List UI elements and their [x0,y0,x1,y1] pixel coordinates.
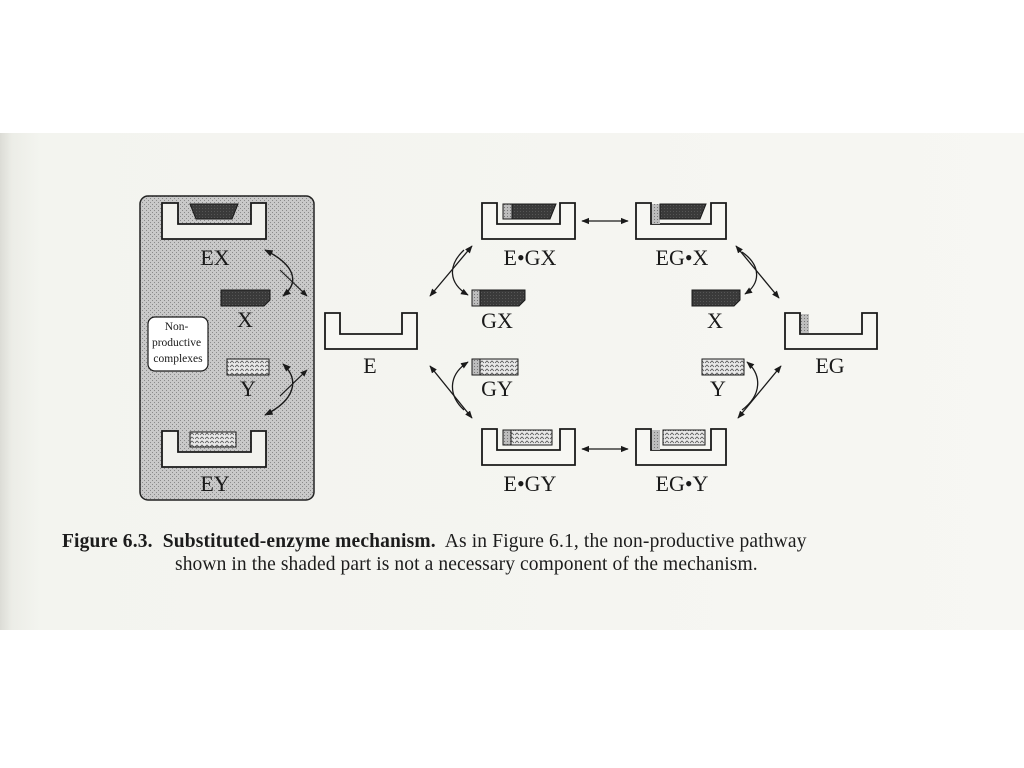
arrow-gy-binding [451,361,469,411]
enzyme-ey [161,430,267,468]
arrow-ey-binding [264,363,294,416]
y-substrate-left [226,358,270,376]
gx-substrate [471,289,526,307]
caption-line-1: Figure 6.3. Substituted-enzyme mechanism… [62,530,962,553]
figure-caption: Figure 6.3. Substituted-enzyme mechanism… [62,530,962,576]
non-productive-label-box [147,316,209,372]
label-eg-x: EG•X [656,245,709,270]
arrow-e-to-egy [429,365,473,419]
label-y-left: Y [240,376,256,401]
enzyme-e [324,312,418,350]
enzyme-e-gy [481,428,576,466]
arrow-eg-to-egy [737,365,782,419]
label-y-right: Y [710,376,726,401]
arrow-y-binding [741,361,759,411]
label-gy: GY [481,376,513,401]
arrow-e-to-ey [279,369,308,397]
label-eg-y: EG•Y [656,471,709,496]
arrow-ex-to-e [279,269,308,297]
label-e: E [363,353,376,378]
enzyme-eg-y [635,428,727,466]
label-gx: GX [481,308,513,333]
label-e-gx: E•GX [504,245,557,270]
y-substrate-right [701,358,745,376]
arrow-x-release [741,251,758,295]
caption-text-1: As in Figure 6.1, the non-productive pat… [444,531,807,552]
label-ex: EX [200,245,229,270]
enzyme-e-gx [481,202,576,240]
caption-title: Substituted-enzyme mechanism. [162,531,436,552]
arrow-e-to-egx [429,245,473,297]
gy-substrate [471,358,519,376]
label-e-gy: E•GY [504,471,557,496]
enzyme-eg-x [635,202,727,240]
label-ey: EY [200,471,229,496]
label-eg: EG [815,353,844,378]
enzyme-eg [784,312,878,350]
x-substrate-left [220,289,271,307]
caption-figure-number: Figure 6.3. [62,531,153,552]
non-productive-label: Non- productive complexes [152,321,204,365]
caption-text-2: shown in the shaded part is not a necess… [175,554,758,575]
label-x-right: X [707,308,723,333]
arrow-ex-binding [264,249,294,297]
arrow-gx-binding [451,249,469,296]
enzyme-ex [161,202,267,240]
x-substrate-right [691,289,741,307]
label-x-left: X [237,307,253,332]
arrow-egx-to-eg [735,245,780,299]
